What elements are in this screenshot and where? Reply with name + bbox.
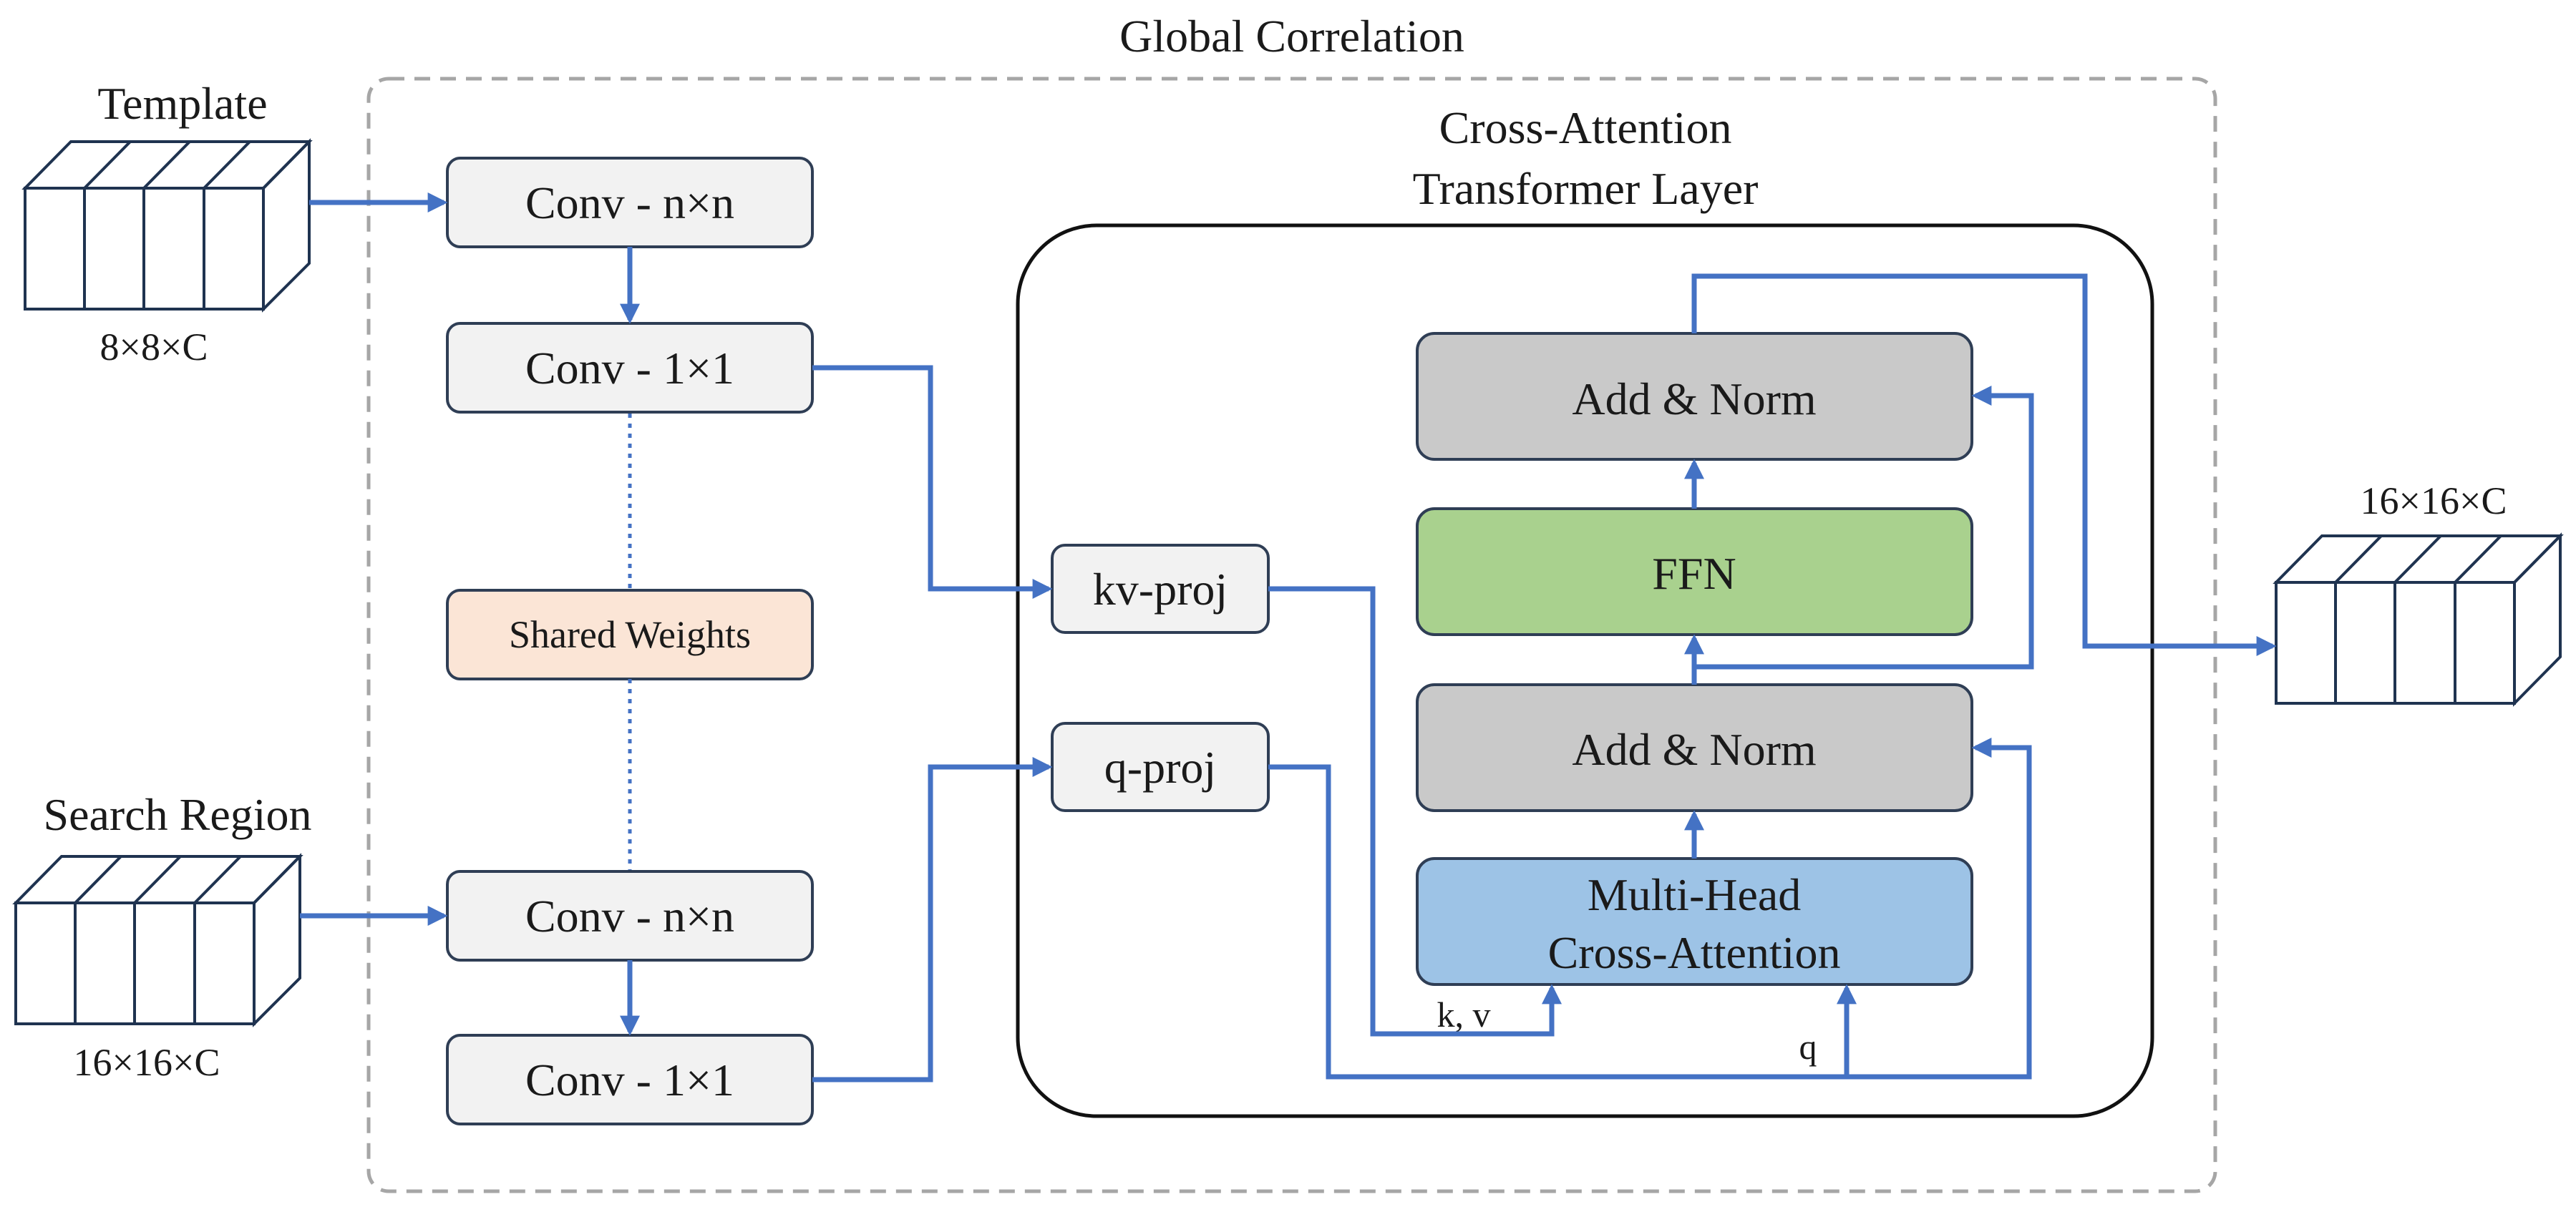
conv-nxn-bottom-label: Conv - n×n xyxy=(525,891,734,942)
wire-q-proj-to-attention xyxy=(1268,764,1857,1080)
wire-q-residual xyxy=(1847,738,2032,1080)
wire-kv-proj-to-attention xyxy=(1268,586,1562,1037)
q-proj-label: q-proj xyxy=(1104,742,1216,793)
ffn-label: FFN xyxy=(1652,548,1736,599)
connections xyxy=(300,192,2277,1082)
mhca-label-line1: Multi-Head xyxy=(1588,869,1802,920)
shared-weights-label: Shared Weights xyxy=(509,613,751,656)
transformer-title-line2: Transformer Layer xyxy=(1413,163,1759,214)
global-correlation-border xyxy=(366,77,2217,1193)
conv-nxn-top-label: Conv - n×n xyxy=(525,177,734,228)
template-tensor xyxy=(21,138,313,313)
output-dims: 16×16×C xyxy=(2361,479,2507,522)
kv-input-label: k, v xyxy=(1437,994,1491,1035)
output-tensor xyxy=(2273,532,2564,707)
template-dims: 8×8×C xyxy=(100,326,208,368)
wire-ffn-residual xyxy=(1694,386,2034,670)
search-region-tensor xyxy=(12,853,303,1027)
transformer-title-line1: Cross-Attention xyxy=(1439,102,1732,153)
diagram-title: Global Correlation xyxy=(1119,11,1464,62)
q-input-label: q xyxy=(1799,1027,1817,1067)
conv-1x1-bottom-label: Conv - 1×1 xyxy=(525,1055,734,1105)
conv-1x1-top-label: Conv - 1×1 xyxy=(525,343,734,394)
wire-conv-top-to-kv-proj xyxy=(812,365,1053,599)
add-norm-top-label: Add & Norm xyxy=(1572,373,1816,424)
search-region-label: Search Region xyxy=(44,789,312,840)
wire-output xyxy=(1691,273,2277,656)
template-label: Template xyxy=(97,78,267,129)
transformer-layer-box xyxy=(1016,223,2154,1118)
kv-proj-label: kv-proj xyxy=(1093,564,1228,615)
add-norm-bottom-label: Add & Norm xyxy=(1572,724,1816,775)
mhca-label-line2: Cross-Attention xyxy=(1548,927,1841,978)
search-region-dims: 16×16×C xyxy=(74,1041,220,1084)
wire-conv-bottom-to-q-proj xyxy=(812,757,1053,1082)
